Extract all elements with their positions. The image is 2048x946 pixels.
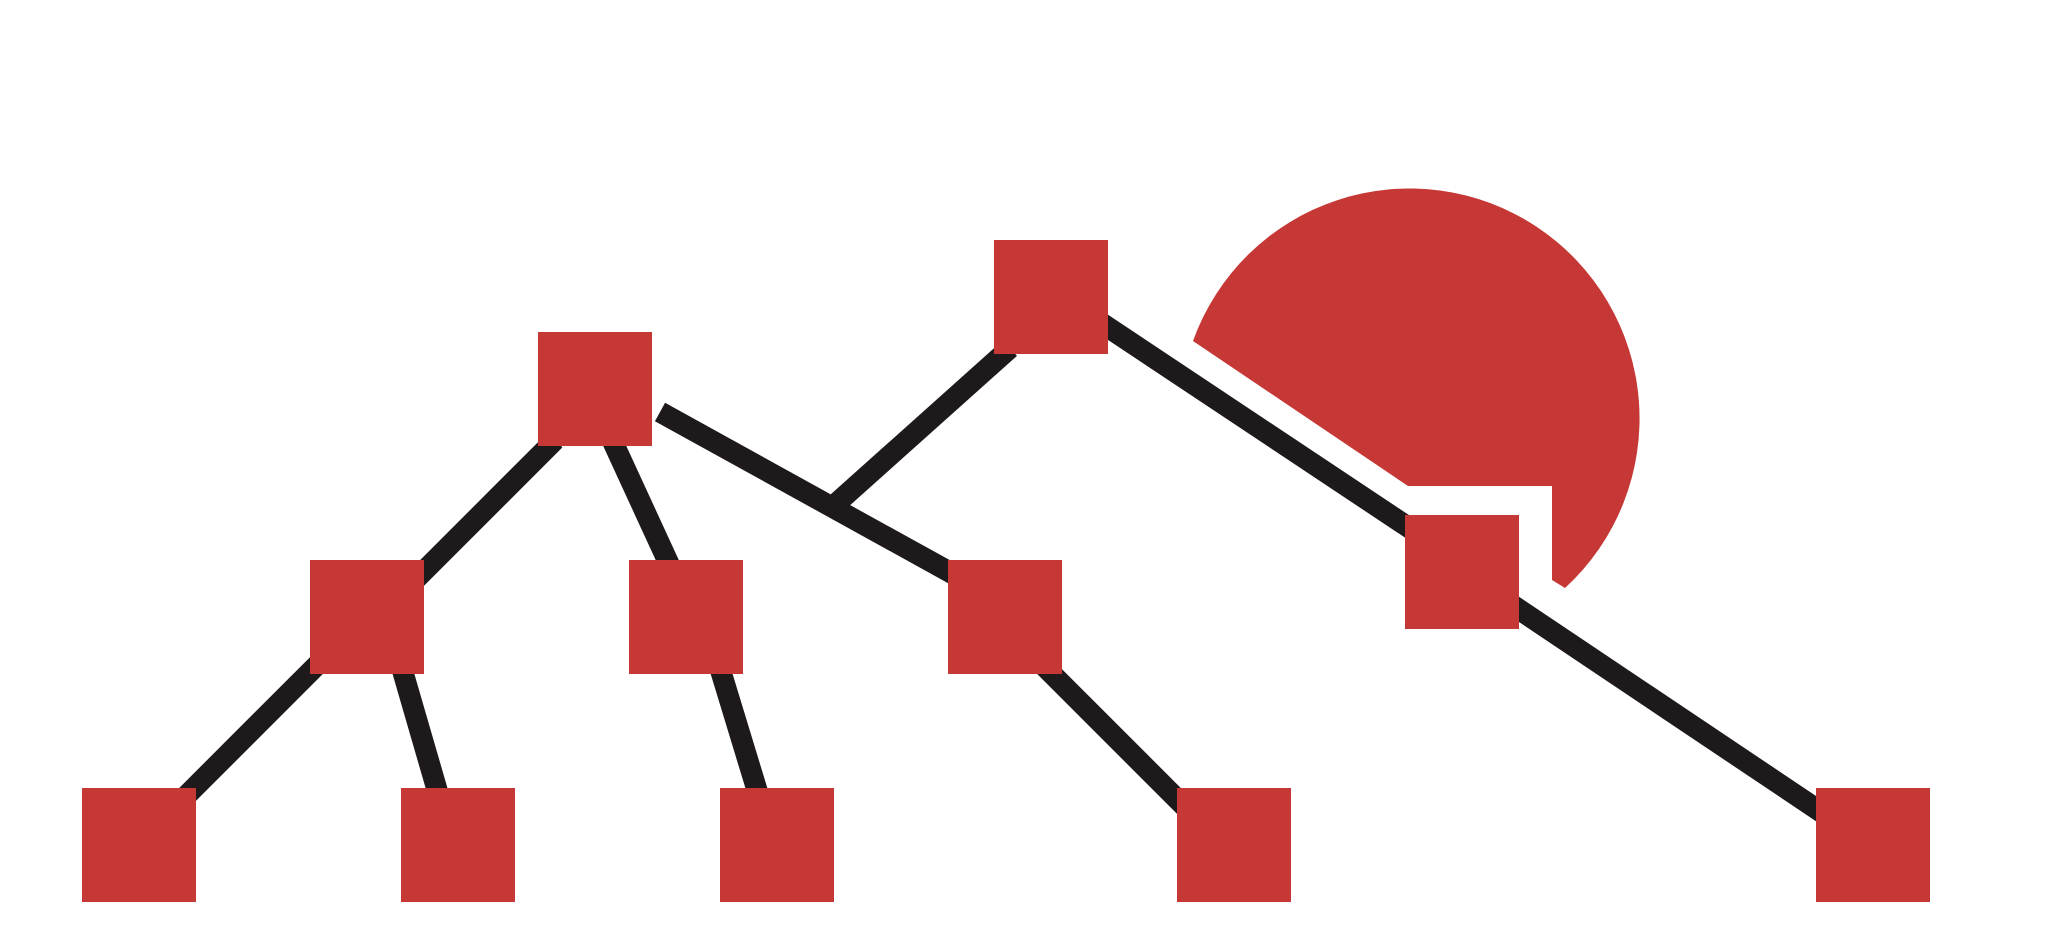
- edge-n1-n4: [602, 435, 680, 571]
- edge-n2-n5: [821, 340, 1018, 518]
- node-n7: [82, 788, 196, 902]
- node-n11: [1816, 788, 1930, 902]
- node-n3: [310, 560, 424, 674]
- node-n6: [1405, 515, 1519, 629]
- node-layer: [82, 240, 1930, 902]
- node-n10: [1177, 788, 1291, 902]
- edge-n6-n11: [1499, 591, 1836, 827]
- edge-n3-n7: [172, 654, 328, 810]
- edge-n1-n3: [404, 432, 563, 591]
- sun-shape-icon: [1193, 188, 1640, 588]
- node-n5: [948, 560, 1062, 674]
- node-n4: [629, 560, 743, 674]
- edge-n1-n5: [654, 402, 961, 585]
- edge-n5-n10: [1032, 654, 1198, 820]
- node-n1: [538, 332, 652, 446]
- edge-layer: [172, 313, 1836, 827]
- node-n8: [401, 788, 515, 902]
- edge-n3-n8: [389, 659, 451, 803]
- edge-n2-n6: [1094, 313, 1426, 544]
- node-n9: [720, 788, 834, 902]
- edge-n4-n9: [707, 658, 771, 804]
- node-n2: [994, 240, 1108, 354]
